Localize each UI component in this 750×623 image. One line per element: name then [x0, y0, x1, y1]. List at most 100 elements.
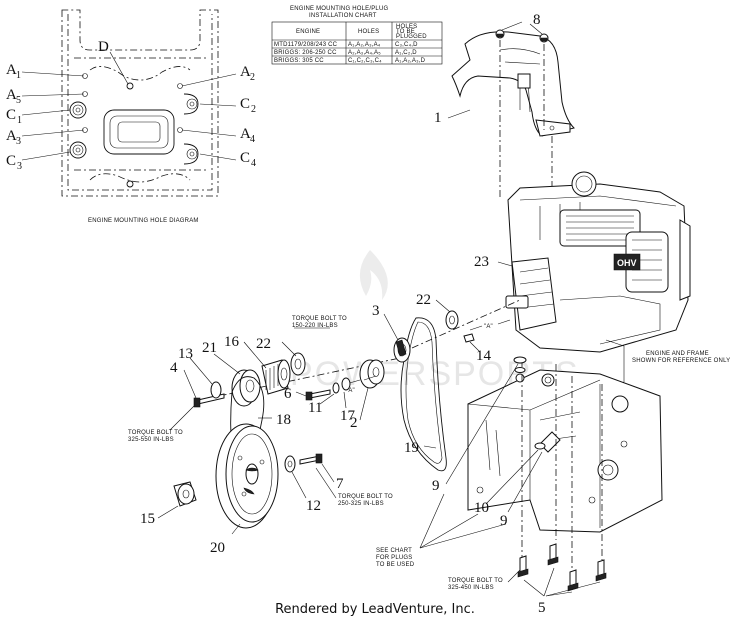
bolt-part-7 — [299, 453, 323, 465]
chart-title-line1: ENGINE MOUNTING HOLE/PLUG — [290, 6, 388, 12]
part-number-22-right: 22 — [416, 292, 431, 308]
part-number-13: 13 — [178, 346, 193, 362]
label-c3: C — [6, 153, 16, 169]
part-number-3: 3 — [372, 303, 380, 319]
bearing-part-15 — [173, 481, 197, 507]
washer-part-12 — [284, 455, 296, 473]
label-a1-sub: 1 — [16, 70, 21, 81]
auger-pulley-part-20 — [215, 423, 279, 529]
washer-part-13 — [210, 381, 222, 399]
engine-part-23: OHV — [505, 171, 691, 353]
torque-325-450-line2: 325-450 IN-LBS — [448, 585, 494, 591]
part-number-12: 12 — [306, 498, 321, 514]
chart-header-engine: ENGINE — [296, 29, 320, 35]
label-a5-sub: 5 — [16, 95, 21, 106]
part-number-20: 20 — [210, 540, 225, 556]
chart-header-holes: HOLES — [358, 29, 379, 35]
chart-header-plugged-2: TO BE — [396, 29, 415, 35]
part-number-15: 15 — [140, 511, 155, 527]
pulley-part-2 — [359, 359, 385, 389]
torque-250-325-line1: TORQUE BOLT TO — [338, 494, 393, 500]
note-see-chart-line3: TO BE USED — [376, 562, 415, 568]
label-a2-sub: 2 — [250, 72, 255, 83]
label-a1: A — [6, 62, 17, 78]
part-number-6: 6 — [284, 386, 292, 402]
part-number-7: 7 — [336, 476, 344, 492]
washer-part-11 — [332, 382, 340, 394]
part-number-19: 19 — [404, 440, 419, 456]
part-number-23: 23 — [474, 254, 489, 270]
chart-row3-holes: C₁,C₂,C₃,C₄ — [348, 58, 382, 64]
part-number-8: 8 — [533, 12, 541, 28]
label-a4-sub: 4 — [250, 134, 255, 145]
label-c4-sub: 4 — [251, 158, 256, 169]
chart-row2-plugged: A₁,C₂,D — [395, 50, 417, 56]
ref-a-upper: "A" — [484, 324, 493, 330]
washer-part-22-right — [445, 310, 459, 330]
part-number-17: 17 — [340, 408, 356, 424]
label-a3: A — [6, 128, 17, 144]
plug-part-9 — [513, 356, 546, 450]
label-a4: A — [240, 126, 251, 142]
label-c4: C — [240, 150, 250, 166]
part-number-11: 11 — [308, 400, 322, 416]
torque-150-line1: TORQUE BOLT TO — [292, 316, 347, 322]
belt-cover-part-1 — [451, 31, 575, 137]
torque-325-550-line2: 325-550 IN-LBS — [128, 437, 174, 443]
chart-row3-plugged: A₁,A₂,A₃,D — [395, 58, 426, 64]
note-see-chart-line1: SEE CHART — [376, 548, 412, 554]
hub-part-16 — [261, 359, 291, 395]
note-engine-frame-line1: ENGINE AND FRAME — [646, 351, 709, 357]
chart-row2-engine: BRIGGS: 206-250 CC — [274, 50, 337, 56]
part-number-10: 10 — [474, 500, 489, 516]
label-c1-sub: 1 — [17, 115, 22, 126]
torque-150-line2: 150-220 IN-LBS — [292, 323, 338, 329]
label-c3-sub: 3 — [17, 161, 22, 172]
note-engine-frame-line2: SHOWN FOR REFERENCE ONLY — [632, 358, 730, 364]
engine-brand-label: OHV — [617, 258, 637, 268]
torque-250-325-line2: 250-325 IN-LBS — [338, 501, 384, 507]
plug-part-10 — [514, 367, 526, 373]
part-number-21: 21 — [202, 340, 217, 356]
pulley-part-3 — [393, 337, 411, 363]
label-c2-sub: 2 — [251, 104, 256, 115]
chart-row1-plugged: C₃,C₄,D — [395, 42, 418, 48]
chart-row2-holes: A₂,A₃,A₄,A₅ — [348, 50, 381, 56]
part-number-9-right: 9 — [500, 513, 508, 529]
part-number-16: 16 — [224, 334, 240, 350]
pulley-part-21 — [231, 369, 261, 407]
part-number-5: 5 — [538, 600, 546, 616]
label-a5: A — [6, 87, 17, 103]
chart-header-plugged-3: PLUGGED — [396, 34, 427, 40]
part-number-2: 2 — [350, 415, 358, 431]
hole-diagram-caption: ENGINE MOUNTING HOLE DIAGRAM — [88, 218, 199, 224]
installation-chart: ENGINE MOUNTING HOLE/PLUG INSTALLATION C… — [271, 6, 443, 65]
part-number-18: 18 — [276, 412, 291, 428]
part-number-9-left: 9 — [432, 478, 440, 494]
chart-row3-engine: BRIGGS: 305 CC — [274, 58, 324, 64]
chart-header-plugged-1: HOLES — [396, 24, 417, 30]
label-a3-sub: 3 — [16, 136, 21, 147]
ref-a-lower: "A" — [346, 388, 355, 394]
chart-row1-engine: MTD1179/208/243 CC — [274, 42, 338, 48]
footer-credit: Rendered by LeadVenture, Inc. — [275, 602, 475, 617]
label-a2: A — [240, 64, 251, 80]
part-number-1: 1 — [434, 110, 442, 126]
torque-325-450-line1: TORQUE BOLT TO — [448, 578, 503, 584]
label-d: D — [98, 39, 109, 55]
part-number-22-left: 22 — [256, 336, 271, 352]
mounting-bolts-part-5 — [517, 543, 607, 592]
label-c2: C — [240, 96, 250, 112]
part-number-4: 4 — [170, 360, 178, 376]
chart-title-line2: INSTALLATION CHART — [309, 13, 377, 19]
washer-part-22-left — [290, 352, 306, 376]
spacer-part-17 — [341, 377, 351, 391]
torque-325-550-line1: TORQUE BOLT TO — [128, 430, 183, 436]
part-number-14: 14 — [476, 348, 492, 364]
frame-housing — [467, 369, 663, 533]
note-see-chart-line2: FOR PLUGS — [376, 555, 412, 561]
engine-mounting-hole-diagram: D A 1 A 5 C 1 A 3 C 3 A 2 C 2 A 4 C 4 EN… — [6, 9, 256, 224]
label-c1: C — [6, 107, 16, 123]
screw-part-8 — [495, 29, 549, 43]
